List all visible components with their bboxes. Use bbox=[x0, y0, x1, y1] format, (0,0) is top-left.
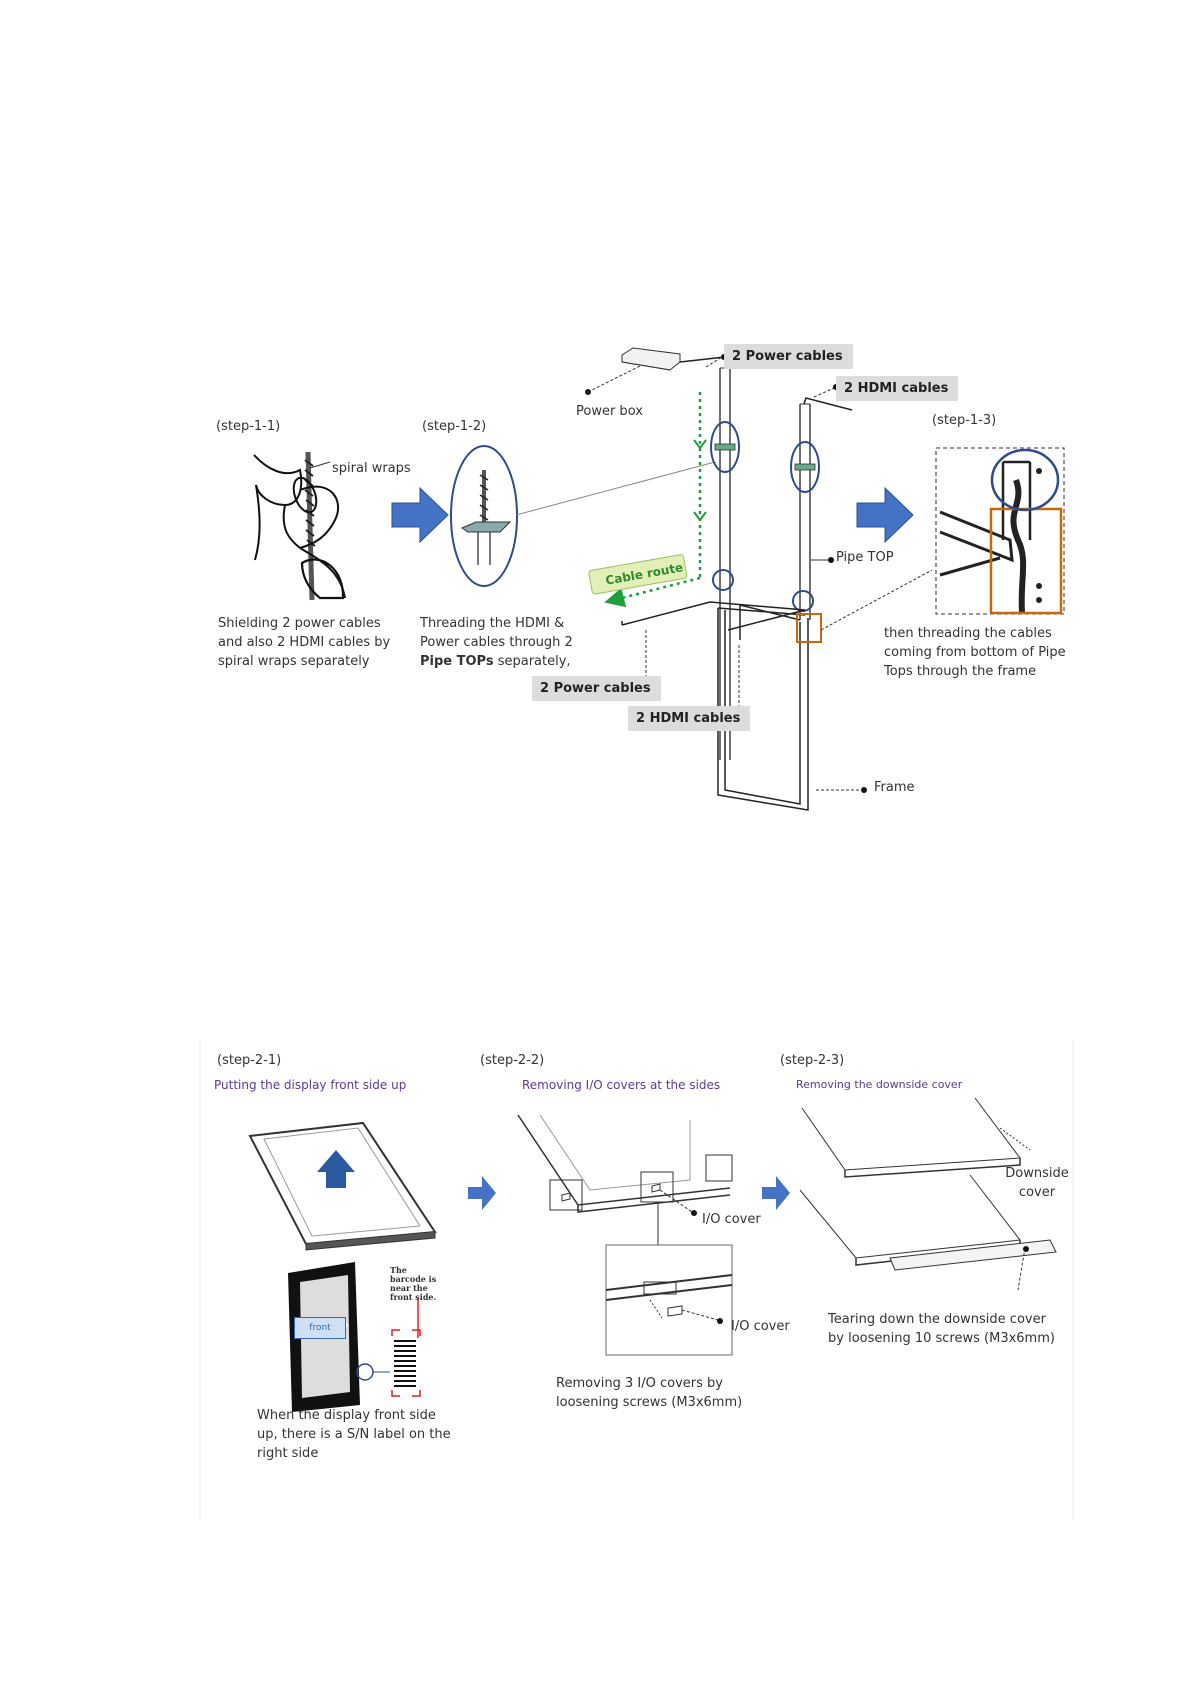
power-cables-bottom-tag: 2 Power cables bbox=[532, 676, 661, 701]
title-step-2-3: Removing the downside cover bbox=[796, 1078, 963, 1091]
caption-step-1-3: then threading the cables coming from bo… bbox=[884, 626, 1066, 679]
downside-cover-label: Downside cover bbox=[1005, 1166, 1069, 1200]
step-2-3-label: (step-2-3) bbox=[780, 1053, 845, 1068]
display-front-up bbox=[248, 1121, 437, 1251]
arrow-step-1 bbox=[391, 486, 449, 544]
hdmi-cables-top-tag: 2 HDMI cables bbox=[836, 376, 959, 401]
caption-step-1-2-text-a: Threading the HDMI & Power cables throug… bbox=[420, 616, 573, 650]
step-2-2-label: (step-2-2) bbox=[480, 1053, 545, 1068]
caption-step-1-2: Threading the HDMI & Power cables throug… bbox=[420, 614, 595, 671]
display-downside-cover bbox=[799, 1097, 1057, 1291]
caption-step-2-2: Removing 3 I/O covers by loosening screw… bbox=[556, 1376, 743, 1410]
frame-thread-detail bbox=[935, 447, 1065, 615]
pipe-top-detail bbox=[450, 445, 518, 587]
step-1-3-label: (step-1-3) bbox=[932, 413, 997, 428]
caption-step-2-1: When the display front side up, there is… bbox=[257, 1408, 451, 1461]
cable-route-tag bbox=[588, 554, 688, 595]
spiral-wraps-label: spiral wraps bbox=[332, 461, 411, 476]
frame-label: Frame bbox=[874, 780, 915, 795]
arrow-step-1-3 bbox=[856, 486, 914, 544]
step-2-1-label: (step-2-1) bbox=[217, 1053, 282, 1068]
title-step-2-2: Removing I/O covers at the sides bbox=[522, 1078, 721, 1092]
hdmi-cables-bottom-tag: 2 HDMI cables bbox=[628, 706, 751, 731]
title-step-2-1: Putting the display front side up bbox=[214, 1078, 407, 1092]
caption-step-2-3: Tearing down the downside cover by loose… bbox=[828, 1312, 1055, 1346]
io-cover-label-1: I/O cover bbox=[702, 1212, 761, 1227]
caption-step-1-2-bold: Pipe TOPs bbox=[420, 654, 494, 669]
frame-illustration bbox=[621, 601, 809, 811]
power-cables-top-tag: 2 Power cables bbox=[724, 344, 853, 369]
display-io-covers bbox=[517, 1114, 733, 1356]
io-cover-label-2: I/O cover bbox=[731, 1319, 790, 1334]
power-box bbox=[621, 347, 681, 371]
hand-illustration bbox=[253, 451, 346, 601]
step-1-1-label: (step-1-1) bbox=[216, 419, 281, 434]
front-label-box: front bbox=[294, 1317, 346, 1339]
caption-step-1-2-text-b: separately, bbox=[493, 654, 571, 669]
power-box-label: Power box bbox=[576, 404, 643, 419]
step-1-2-label: (step-1-2) bbox=[422, 419, 487, 434]
caption-step-1-1: Shielding 2 power cables and also 2 HDMI… bbox=[218, 616, 391, 669]
pipe-top-label: Pipe TOP bbox=[836, 550, 894, 565]
barcode-note: The barcode is near the front side. bbox=[390, 1265, 437, 1302]
